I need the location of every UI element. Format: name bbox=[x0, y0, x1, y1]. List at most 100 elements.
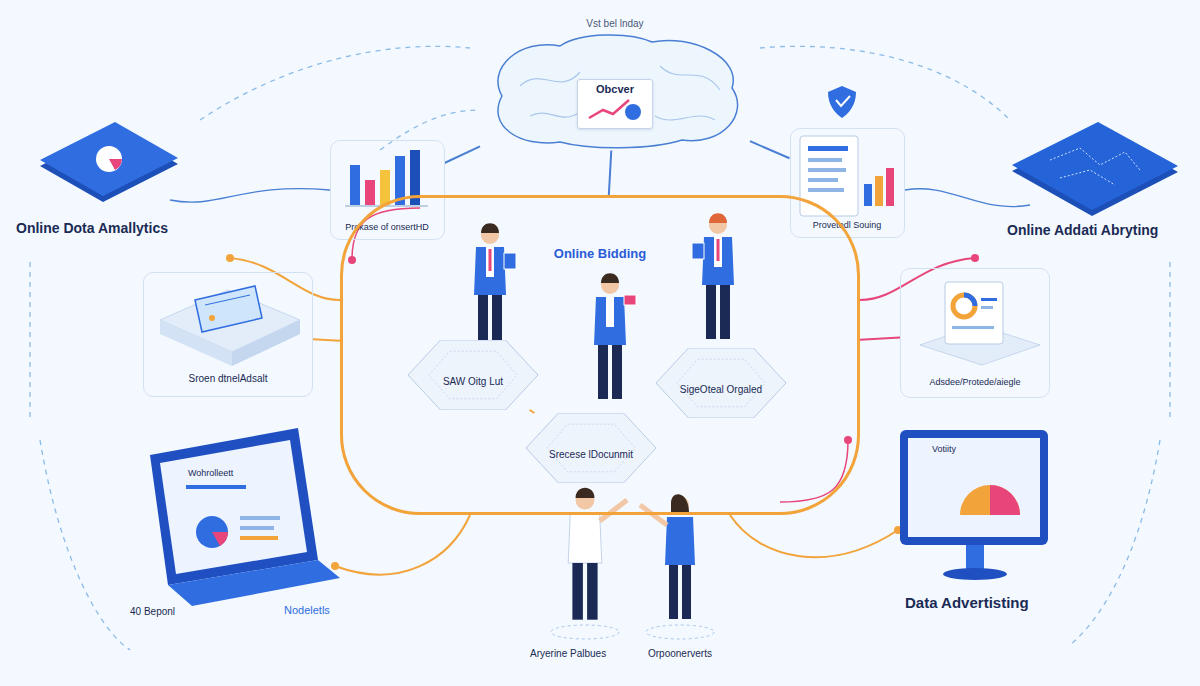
person-figure bbox=[669, 565, 678, 619]
shield-icon bbox=[836, 96, 850, 106]
hex-outline bbox=[408, 340, 538, 410]
laptop bbox=[212, 532, 228, 546]
laptop bbox=[240, 526, 274, 530]
person-figure bbox=[504, 253, 516, 269]
report-block bbox=[920, 282, 1040, 365]
hex-platform: SigeOteal Orgaled bbox=[656, 348, 786, 418]
monitor bbox=[900, 430, 1048, 580]
shield-icon bbox=[828, 86, 856, 118]
laptop bbox=[186, 485, 246, 489]
laptop bbox=[196, 516, 228, 548]
dashed-arc bbox=[380, 110, 480, 150]
connector-line bbox=[609, 151, 611, 196]
bar-chart bbox=[345, 206, 428, 207]
section-title: Online Dota Amallytics bbox=[14, 220, 170, 237]
dashed-arc bbox=[29, 262, 30, 420]
node-text: Prokase of onsertHD bbox=[345, 222, 429, 233]
person-figure bbox=[717, 239, 720, 261]
hex-ring bbox=[429, 351, 517, 399]
person-figure bbox=[624, 295, 636, 305]
glass-block bbox=[160, 286, 300, 366]
person-figure bbox=[601, 273, 619, 283]
node-text: Vst bel lnday bbox=[586, 18, 643, 30]
wire bbox=[730, 515, 898, 557]
brain-fold bbox=[660, 66, 720, 90]
tablet-icon bbox=[1012, 122, 1178, 216]
hex-platform: SAW Oitg Lut bbox=[408, 340, 538, 410]
wire-dot bbox=[844, 436, 852, 444]
document-icon bbox=[875, 176, 883, 206]
person-figure bbox=[606, 297, 614, 327]
bar-chart bbox=[350, 165, 360, 205]
monitor bbox=[966, 545, 984, 569]
document-icon bbox=[886, 168, 894, 206]
person-figure bbox=[665, 517, 695, 565]
brain-fold bbox=[520, 72, 580, 86]
person-figure bbox=[612, 345, 622, 399]
brain-fold bbox=[655, 116, 715, 120]
hex-outline bbox=[656, 348, 786, 418]
wire-dot bbox=[971, 254, 979, 262]
bar-chart bbox=[365, 180, 375, 205]
document-icon bbox=[808, 168, 846, 172]
monitor bbox=[990, 485, 1020, 515]
tablet-icon bbox=[1060, 170, 1115, 185]
connector-line bbox=[313, 339, 340, 340]
person-figure bbox=[714, 237, 722, 267]
mini-chart bbox=[585, 96, 645, 122]
node-text: Provetedl Souing bbox=[813, 220, 882, 231]
person-figure bbox=[640, 505, 667, 525]
glass-block bbox=[209, 315, 215, 321]
node-text: Sroen dtnelAdsalt bbox=[189, 373, 268, 385]
screen-label: Votiity bbox=[930, 444, 958, 455]
caption-label: Nodeletls bbox=[282, 604, 332, 617]
report-block bbox=[964, 295, 975, 306]
person-figure bbox=[568, 488, 627, 620]
person-figure bbox=[486, 247, 494, 277]
report-panel: Provetedl Souing bbox=[790, 128, 905, 238]
monitor bbox=[943, 568, 1007, 580]
node-text: Obcver bbox=[596, 83, 634, 96]
person-figure bbox=[576, 488, 595, 498]
tablet-icon bbox=[1012, 122, 1178, 210]
person-figure bbox=[692, 243, 704, 259]
wire-dot bbox=[226, 254, 979, 570]
document-icon bbox=[808, 188, 844, 192]
hex-outline bbox=[408, 340, 538, 410]
platform-ring bbox=[646, 625, 714, 639]
caption-label: Aryerine Palbues bbox=[528, 648, 608, 660]
document-icon bbox=[800, 136, 858, 216]
wire-dot bbox=[226, 254, 234, 262]
node-text: SigeOteal Orgaled bbox=[680, 384, 762, 396]
section-title: Data Advertisting bbox=[903, 594, 1031, 612]
person-figure bbox=[671, 494, 689, 513]
connector-line bbox=[530, 410, 535, 413]
trend-line bbox=[589, 100, 629, 118]
brain-cloud: Obcver Vst bel lnday bbox=[480, 16, 750, 151]
report-block bbox=[981, 298, 997, 301]
person-figure bbox=[474, 223, 516, 349]
person-figure bbox=[706, 285, 716, 339]
wire bbox=[905, 189, 1030, 207]
person-figure bbox=[481, 223, 499, 233]
caption-label: Orpoonerverts bbox=[646, 648, 714, 660]
node-text: SAW Oitg Lut bbox=[443, 376, 503, 388]
wire bbox=[230, 258, 340, 300]
brain-fold bbox=[530, 112, 580, 117]
document-icon bbox=[800, 136, 894, 216]
person-figure bbox=[489, 249, 492, 271]
person-figure bbox=[682, 565, 691, 619]
glass-block bbox=[195, 286, 262, 332]
wire bbox=[335, 515, 470, 574]
document-icon bbox=[808, 178, 838, 182]
laptop bbox=[150, 428, 340, 606]
section-title: Online Addati Abryting bbox=[1005, 222, 1160, 239]
document-icon bbox=[808, 158, 842, 162]
monitor bbox=[908, 438, 1040, 537]
laptop bbox=[168, 560, 340, 606]
monitor bbox=[960, 485, 1020, 515]
brain-outline bbox=[498, 34, 738, 147]
tablet-icon bbox=[1050, 148, 1140, 170]
node-text: Online Bidding bbox=[554, 246, 646, 262]
